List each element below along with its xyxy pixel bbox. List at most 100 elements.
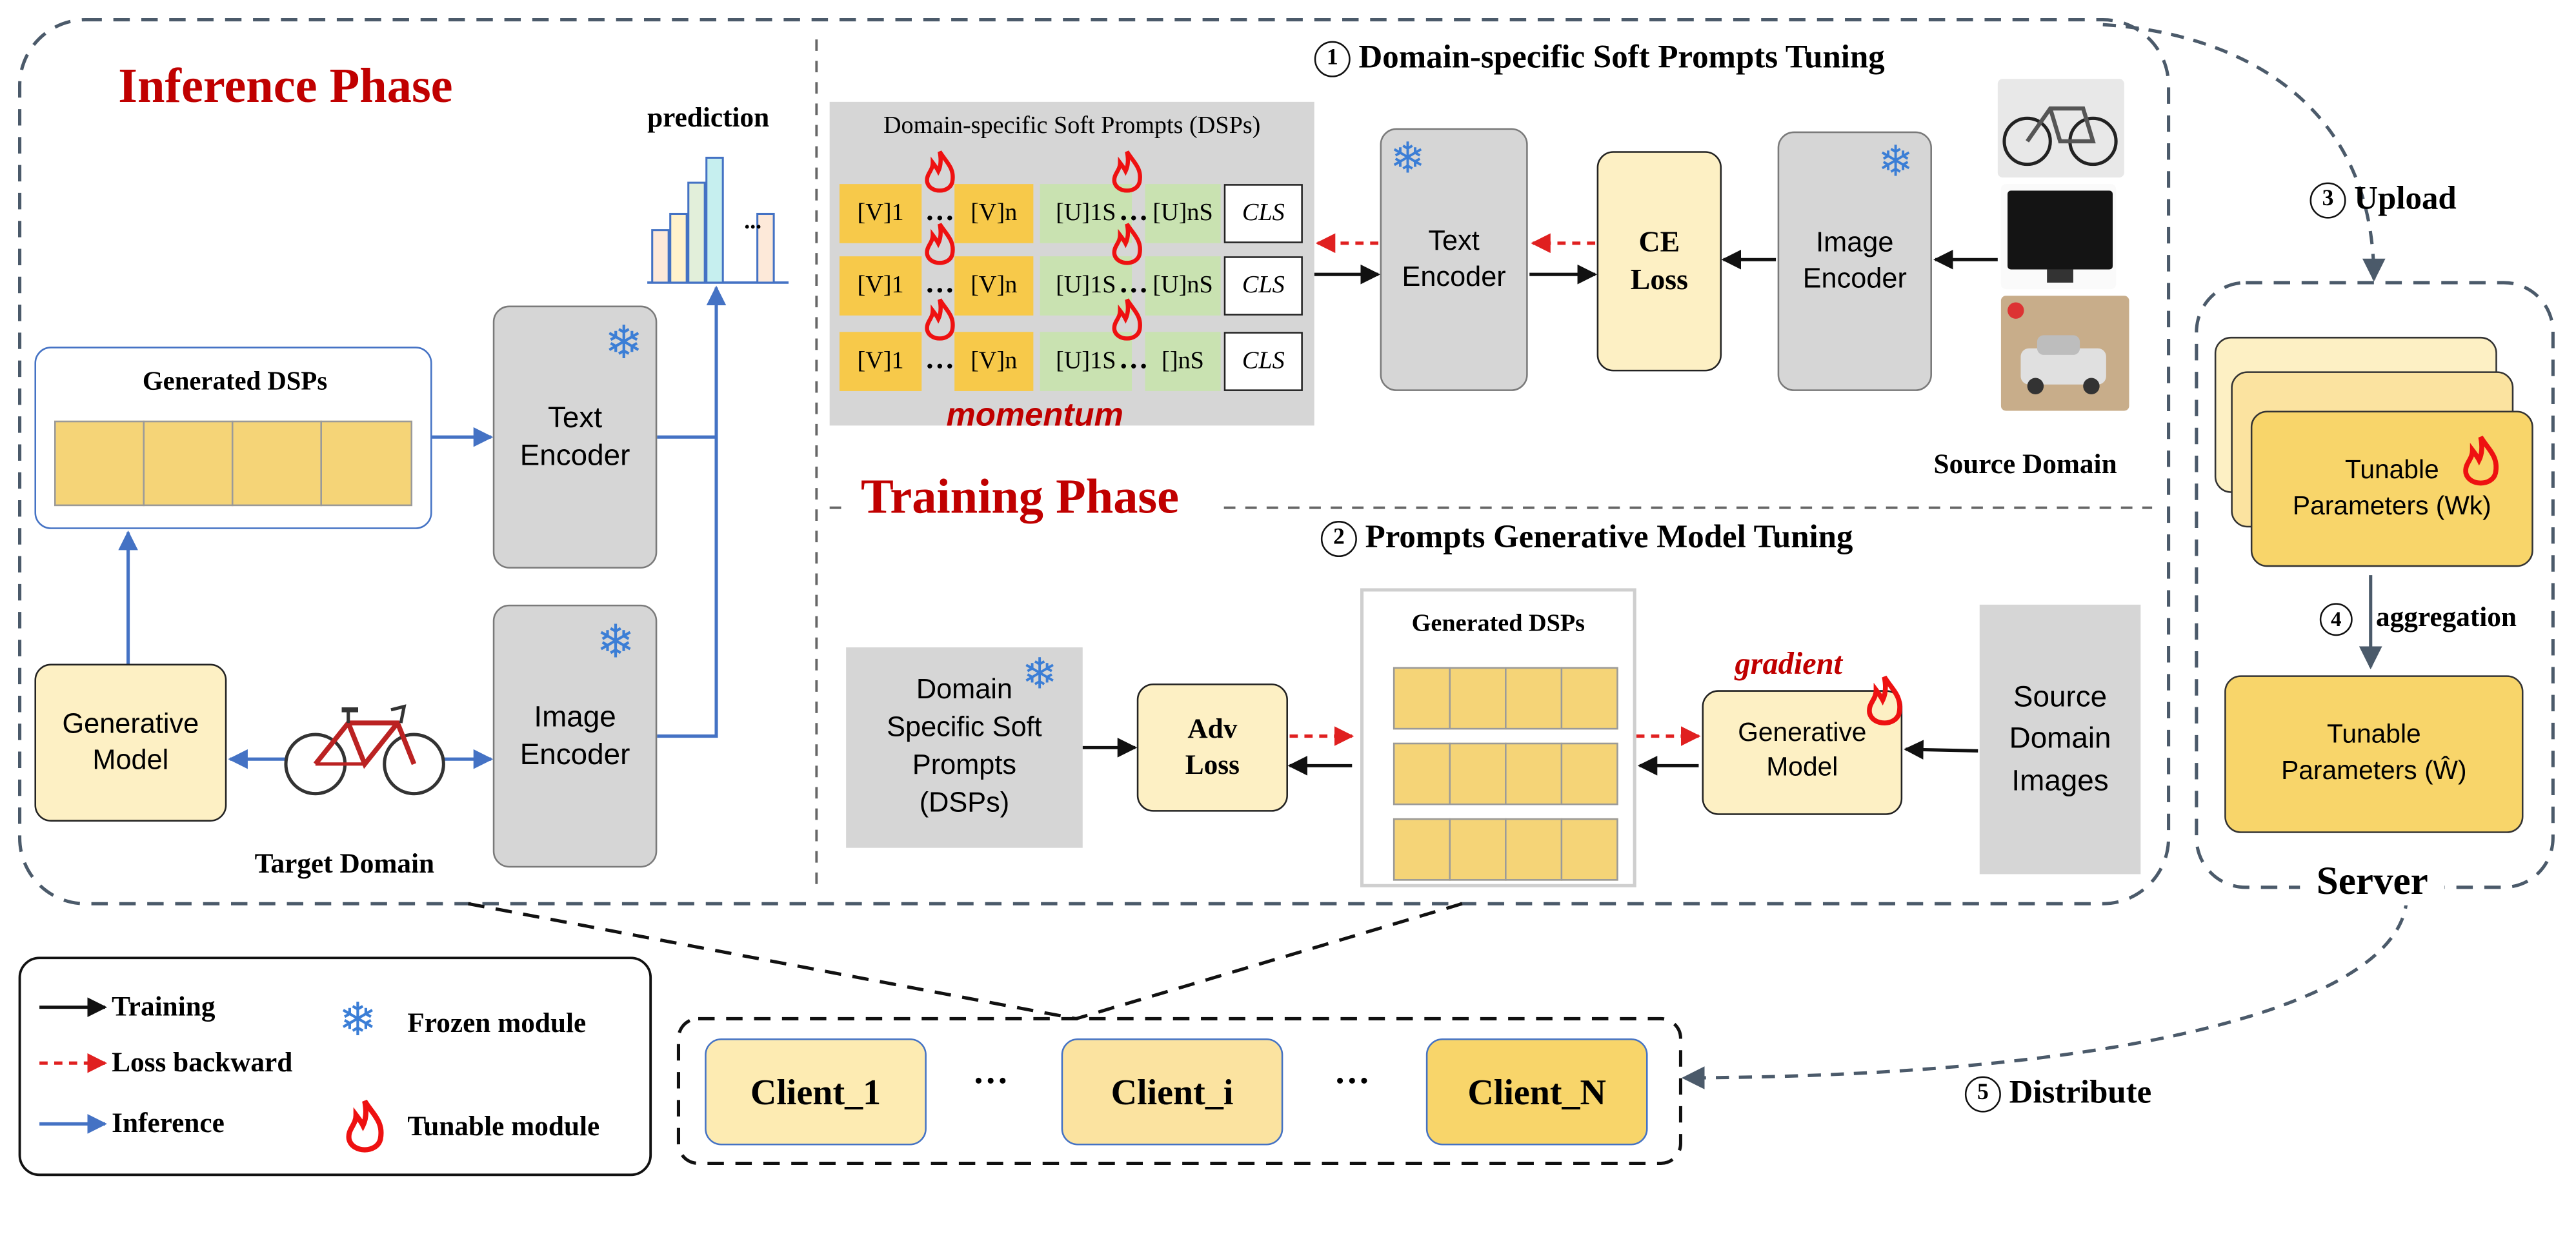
prediction-ellipsis: ... bbox=[744, 210, 762, 236]
client-frame bbox=[676, 1017, 1683, 1166]
prompt-token-v1: [V]1 bbox=[839, 256, 922, 316]
snowflake-icon: ❄ bbox=[596, 614, 635, 669]
prediction-bar bbox=[687, 181, 706, 284]
dots-v: … bbox=[925, 194, 955, 227]
prediction-bar bbox=[669, 212, 688, 284]
flame-icon bbox=[2463, 436, 2499, 486]
prompt-token-un: [U]nS bbox=[1145, 256, 1221, 316]
flame-icon bbox=[1112, 150, 1142, 193]
client-ellipsis: ··· bbox=[1334, 1060, 1371, 1101]
bicycle-photo bbox=[1997, 79, 2124, 177]
prompt-token-vn: [V]n bbox=[954, 256, 1034, 316]
upload-title: 3 Upload bbox=[2309, 181, 2457, 219]
flame-icon bbox=[1112, 298, 1142, 341]
step2-title: 2 Prompts Generative Model Tuning bbox=[1320, 519, 1853, 558]
prediction-bar bbox=[651, 229, 670, 284]
upload-arrow bbox=[2102, 23, 2386, 282]
dsp-cell bbox=[231, 420, 322, 507]
zoom-line-right bbox=[1075, 902, 1463, 1020]
snowflake-icon: ❄ bbox=[338, 992, 377, 1047]
upload-circle: 3 bbox=[2309, 182, 2346, 219]
client-box: Client_1 bbox=[705, 1038, 927, 1146]
generative-model-inference: Generative Model bbox=[34, 663, 227, 822]
source-domain-images-box: Source Domain Images bbox=[1979, 604, 2141, 875]
generated-dsps-label: Generated DSPs bbox=[1411, 611, 1585, 638]
prompt-token-u1: [U]1S bbox=[1040, 184, 1132, 243]
dots-v: … bbox=[925, 266, 955, 299]
toy-car-photo bbox=[2000, 296, 2129, 411]
snowflake-icon: ❄ bbox=[1389, 134, 1426, 185]
step1-title: 1 Domain-specific Soft Prompts Tuning bbox=[1314, 39, 1885, 77]
client-box: Client_i bbox=[1061, 1038, 1283, 1146]
prompt-token-v1: [V]1 bbox=[839, 332, 922, 391]
flame-icon bbox=[1867, 675, 1902, 725]
adv-loss-box: Adv Loss bbox=[1136, 683, 1288, 812]
client-box: Client_N bbox=[1425, 1038, 1648, 1146]
dots-u: … bbox=[1118, 194, 1149, 227]
prediction-label: prediction bbox=[647, 101, 770, 134]
tunable-params-hat: Tunable Parameters (Ŵ) bbox=[2224, 675, 2524, 833]
snowflake-icon: ❄ bbox=[604, 315, 643, 370]
flame-icon bbox=[346, 1099, 384, 1153]
training-title: Training Phase bbox=[861, 470, 1180, 525]
cls-token: CLS bbox=[1223, 332, 1303, 391]
inference-title: Inference Phase bbox=[118, 59, 453, 114]
prediction-bar bbox=[705, 156, 724, 284]
image-encoder-training: Image Encoder bbox=[1777, 131, 1932, 391]
dsp-cell bbox=[1505, 667, 1563, 730]
legend-inference-label: Inference bbox=[112, 1107, 225, 1139]
image-encoder-inference: Image Encoder bbox=[492, 604, 658, 868]
tunable-params-k: Tunable Parameters (Wk) bbox=[2250, 410, 2533, 567]
step1-label: Domain-specific Soft Prompts Tuning bbox=[1358, 39, 1885, 76]
aggregation-circle: 4 bbox=[2319, 603, 2353, 636]
dsp-cell bbox=[1560, 818, 1618, 881]
prediction-chart bbox=[647, 156, 789, 284]
dsps-source-box: Domain Specific Soft Prompts (DSPs) bbox=[846, 647, 1083, 848]
monitor-photo bbox=[2000, 184, 2117, 290]
prompt-token-v1: [V]1 bbox=[839, 184, 922, 243]
step2-label: Prompts Generative Model Tuning bbox=[1365, 519, 1853, 556]
momentum-label: momentum bbox=[946, 398, 1123, 434]
zoom-line-left bbox=[468, 902, 1077, 1020]
ce-loss-box: CE Loss bbox=[1596, 151, 1722, 372]
dsp-cell bbox=[1449, 742, 1507, 805]
bicycle-icon bbox=[284, 704, 445, 796]
upload-label: Upload bbox=[2354, 181, 2457, 217]
main-frame bbox=[18, 18, 2171, 905]
dsp-cell bbox=[1505, 742, 1563, 805]
legend-training-label: Training bbox=[112, 991, 216, 1022]
prompt-token-vn: [V]n bbox=[954, 332, 1034, 391]
dsp-cell bbox=[143, 420, 234, 507]
cls-token: CLS bbox=[1223, 184, 1303, 243]
dsp-panel-title: Domain-specific Soft Prompts (DSPs) bbox=[883, 113, 1261, 140]
cls-token: CLS bbox=[1223, 256, 1303, 316]
dots-u: … bbox=[1118, 266, 1149, 299]
text-encoder-inference: Text Encoder bbox=[492, 305, 658, 569]
generated-dsps-inference: Generated DSPs bbox=[34, 347, 432, 529]
images-to-genmodel-arrow bbox=[1904, 740, 1978, 760]
flame-icon bbox=[1112, 223, 1142, 265]
prompt-token-un: []nS bbox=[1145, 332, 1221, 391]
flame-icon bbox=[925, 150, 955, 193]
dsp-cell bbox=[1449, 818, 1507, 881]
dsp-cell bbox=[1560, 667, 1618, 730]
server-title: Server bbox=[2300, 861, 2445, 905]
prompt-token-un: [U]nS bbox=[1145, 184, 1221, 243]
dsp-cell bbox=[1560, 742, 1618, 805]
target-domain-label: Target Domain bbox=[254, 847, 435, 880]
distribute-label: Distribute bbox=[2009, 1075, 2152, 1111]
prompt-token-u1: [U]1S bbox=[1040, 256, 1132, 316]
dsp-cell bbox=[1393, 742, 1451, 805]
imgenc-to-pred-line bbox=[657, 285, 727, 738]
dsp-cell bbox=[54, 420, 145, 507]
legend-loss-label: Loss backward bbox=[112, 1046, 293, 1078]
aggregation-title: 4 aggregation bbox=[2319, 602, 2517, 636]
distribute-circle: 5 bbox=[1964, 1076, 2001, 1113]
snowflake-icon: ❄ bbox=[1877, 137, 1914, 188]
step2-circle: 2 bbox=[1320, 521, 1357, 558]
prediction-bar bbox=[756, 212, 775, 284]
gradient-label: gradient bbox=[1735, 647, 1843, 682]
generated-dsps-label: Generated DSPs bbox=[142, 368, 328, 396]
